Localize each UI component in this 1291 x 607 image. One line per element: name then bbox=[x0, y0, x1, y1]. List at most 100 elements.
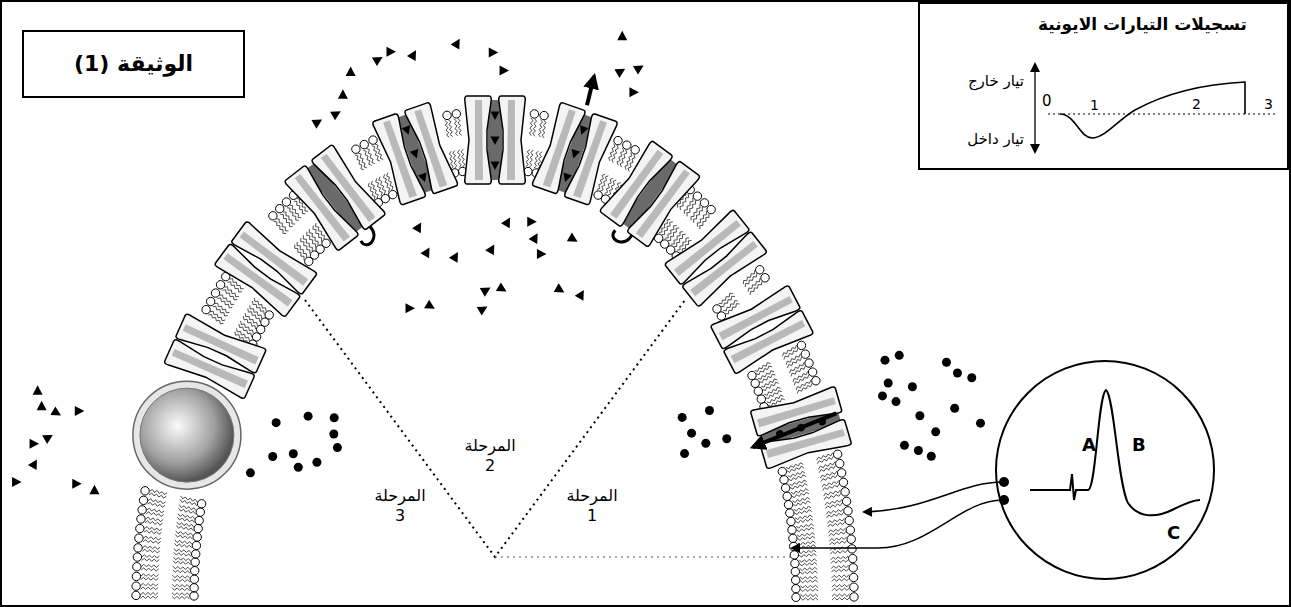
potassium-ion bbox=[629, 87, 639, 97]
sodium-ion bbox=[701, 439, 710, 448]
channel-subunit bbox=[710, 285, 800, 349]
potassium-ion bbox=[451, 36, 464, 49]
sodium-ion bbox=[900, 441, 909, 450]
potassium-channel bbox=[664, 209, 767, 306]
potassium-ion bbox=[617, 31, 627, 41]
phase-letter: C bbox=[1167, 522, 1180, 544]
potassium-ion bbox=[412, 220, 425, 233]
channel-subunit bbox=[499, 96, 526, 184]
callout-number: 3 bbox=[1264, 96, 1273, 113]
sodium-ion bbox=[931, 427, 940, 436]
sodium-ion bbox=[705, 406, 714, 415]
potassium-ion bbox=[569, 149, 580, 160]
subunit-shade bbox=[573, 120, 607, 198]
axis-label: تيار داخل bbox=[967, 130, 1024, 148]
sodium-ion bbox=[942, 358, 951, 367]
potassium-ion bbox=[33, 385, 43, 395]
axis-value: 0 bbox=[1042, 92, 1052, 110]
sodium-ion bbox=[950, 404, 959, 413]
sodium-ion bbox=[967, 373, 976, 382]
electrode-wire bbox=[792, 500, 1003, 548]
phase-label: المرحلة 1 bbox=[566, 486, 617, 526]
potassium-ion bbox=[480, 283, 493, 296]
potassium-ion bbox=[477, 302, 490, 315]
subunit-shade bbox=[224, 252, 293, 306]
potassium-ion bbox=[330, 107, 343, 120]
pump-sphere bbox=[140, 388, 234, 482]
sodium-ion bbox=[687, 429, 696, 438]
subunit-shape bbox=[532, 102, 586, 194]
potassium-ion bbox=[346, 67, 356, 77]
channel-subunit bbox=[214, 243, 300, 317]
potassium-ion bbox=[402, 125, 413, 136]
sodium-ion bbox=[289, 449, 298, 458]
channel-subunit bbox=[599, 140, 673, 226]
recording-circle: A B C bbox=[995, 360, 1215, 580]
sodium-ion bbox=[246, 468, 255, 477]
document-title: الوثيقة (1) bbox=[74, 51, 193, 77]
channel-subunit bbox=[372, 113, 426, 205]
subunit-shape bbox=[599, 140, 673, 226]
potassium-channel bbox=[284, 144, 394, 261]
potassium-ion bbox=[410, 149, 421, 160]
current-trace bbox=[1060, 82, 1245, 138]
sodium-ion bbox=[884, 378, 893, 387]
sodium-ion bbox=[294, 463, 303, 472]
potassium-ion bbox=[561, 172, 572, 183]
potassium-ion bbox=[89, 485, 99, 495]
zero-line bbox=[1048, 113, 1276, 114]
potassium-ion bbox=[424, 300, 437, 313]
sodium-ion bbox=[878, 391, 887, 400]
subunit-shape bbox=[710, 285, 800, 349]
callout-number: 2 bbox=[1192, 96, 1201, 113]
potassium-ion bbox=[420, 245, 433, 258]
recording-panel: تسجيلات التيارات الايونية تيار خارج 0 تيار … bbox=[918, 2, 1289, 170]
sodium-ion bbox=[722, 434, 731, 443]
potassium-channel bbox=[372, 102, 458, 205]
subunit-shade bbox=[610, 150, 664, 219]
document-box: الوثيقة (1) bbox=[22, 30, 245, 98]
sodium-ion bbox=[895, 351, 904, 360]
channel-subunit bbox=[664, 209, 749, 285]
potassium-ion bbox=[577, 125, 588, 136]
potassium-ion bbox=[30, 439, 40, 449]
sodium-ion bbox=[976, 419, 985, 428]
potassium-ion bbox=[42, 431, 55, 444]
subunit-shape bbox=[664, 209, 749, 285]
lipid-tails bbox=[140, 118, 849, 600]
potassium-channel bbox=[465, 96, 526, 184]
subunit-shape bbox=[284, 165, 359, 251]
phase-letter: A bbox=[1082, 434, 1096, 456]
potassium-ion bbox=[485, 242, 498, 255]
action-potential-trace bbox=[1030, 390, 1200, 515]
sodium-ion bbox=[880, 356, 889, 365]
sodium-ion bbox=[915, 411, 924, 420]
phase-letter: B bbox=[1132, 434, 1146, 456]
potassium-ion bbox=[575, 287, 588, 300]
sodium-ion bbox=[953, 368, 962, 377]
potassium-ion bbox=[37, 401, 47, 411]
sodium-ion bbox=[927, 452, 936, 461]
potassium-ion bbox=[50, 406, 63, 419]
subunit-shape bbox=[465, 96, 492, 184]
potassium-ion bbox=[449, 249, 462, 262]
sodium-ion bbox=[272, 418, 281, 427]
channel-subunit bbox=[532, 102, 586, 194]
potassium-ion bbox=[527, 217, 537, 227]
sodium-ion bbox=[333, 443, 342, 452]
efflux-arrow bbox=[587, 76, 594, 105]
channel-subunit bbox=[284, 165, 359, 251]
axis-label: تيار خارج bbox=[968, 72, 1024, 90]
panel-title: تسجيلات التيارات الايونية bbox=[1038, 14, 1247, 34]
potassium-ion bbox=[496, 282, 509, 295]
pump-ring bbox=[133, 381, 241, 489]
subunit-shade bbox=[766, 428, 845, 458]
sodium-ion bbox=[914, 446, 923, 455]
potassium-ion bbox=[529, 231, 542, 244]
potassium-ion bbox=[28, 457, 41, 470]
